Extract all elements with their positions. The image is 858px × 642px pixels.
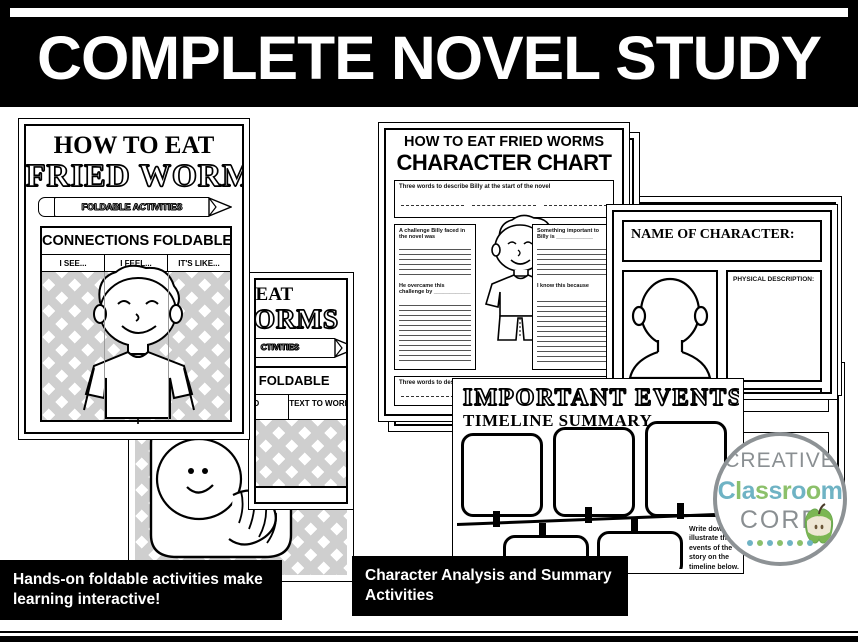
pencil-tip-icon <box>334 337 346 359</box>
worksheet-title-line1: HOW TO EAT <box>53 132 215 159</box>
worksheet-title-line2: WORMS <box>254 303 339 334</box>
character-portrait-box[interactable] <box>622 270 718 382</box>
bottom-rule-thin <box>0 631 858 633</box>
timeline-content: IMPORTANT EVENTS TIMELINE SUMMARY Write … <box>457 383 739 569</box>
brand-logo: CREATIVE Classroom CORE <box>713 432 847 566</box>
worksheet-title-line1: O EAT <box>255 284 294 305</box>
writing-lines[interactable] <box>537 297 609 365</box>
timeline-tick <box>585 507 592 523</box>
caption-left: Hands-on foldable activities make learni… <box>0 560 282 620</box>
physical-description-box[interactable]: PHYSICAL DESCRIPTION: <box>726 270 822 382</box>
timeline-subtitle: TIMELINE SUMMARY <box>463 411 653 430</box>
apple-core-icon <box>804 503 834 544</box>
worksheet-character-profile[interactable]: NAME OF CHARACTER: PHYSICAL DESCRIPTION: <box>606 204 838 400</box>
page-title: COMPLETE NOVEL STUDY <box>37 24 822 92</box>
top-prompt-label: Three words to describe Billy at the sta… <box>399 184 551 190</box>
title-rule <box>10 8 848 17</box>
logo-line-core: CORE <box>739 506 821 534</box>
pencil-label: FOLDABLE ACTIVITIES <box>81 202 183 213</box>
timeline-event-box[interactable] <box>553 427 635 517</box>
logo-line-classroom: Classroom <box>717 477 843 505</box>
answer-lines <box>401 205 607 206</box>
bottom-prompt-label: Three words to desc <box>399 380 458 386</box>
fold-line <box>168 272 169 420</box>
connections-foldable-panel: CONNECTIONS FOLDABLE I SEE... I FEEL... … <box>40 226 233 424</box>
writing-lines[interactable] <box>399 301 471 365</box>
timeline-event-box[interactable] <box>461 433 543 517</box>
physical-description-label: PHYSICAL DESCRIPTION: <box>733 276 815 283</box>
timeline-tick <box>493 511 500 527</box>
panel-column-label: TO <box>256 395 288 419</box>
left-prompt-2-label: He overcame this challenge by __________… <box>399 283 471 296</box>
panel-column-label: IT'S LIKE... <box>167 255 230 271</box>
pencil-label: CTIVITIES <box>260 343 300 353</box>
connections-foldable-panel: S FOLDABLE TO TEXT TO WORLD <box>254 366 346 488</box>
timeline-title: IMPORTANT EVENTS <box>462 384 739 411</box>
worksheet-border: NAME OF CHARACTER: PHYSICAL DESCRIPTION: <box>612 210 832 394</box>
fold-line <box>104 272 105 420</box>
worksheet-important-events[interactable]: IMPORTANT EVENTS TIMELINE SUMMARY Write … <box>452 378 744 574</box>
pencil-tip-icon <box>208 196 233 218</box>
timeline-tick <box>677 503 684 519</box>
timeline-tick <box>631 519 638 535</box>
worksheet-foldable-secondary[interactable]: O EAT WORMS CTIVITIES S FOLDABLE TO TEXT… <box>248 272 354 510</box>
name-of-character-label: NAME OF CHARACTER: <box>631 227 795 242</box>
boy-illustration <box>83 264 195 424</box>
panel-column-label: TEXT TO WORLD <box>287 395 346 419</box>
right-prompt-box[interactable]: Something important to Billy is ________… <box>532 224 614 370</box>
left-prompt-box[interactable]: A challenge Billy faced in the novel was… <box>394 224 476 370</box>
top-prompt-box[interactable]: Three words to describe Billy at the sta… <box>394 180 614 218</box>
caption-right: Character Analysis and Summary Activitie… <box>352 556 628 616</box>
chevron-background <box>256 420 346 486</box>
person-silhouette-icon <box>628 277 712 380</box>
timeline-instruction: Write down and illustrate the key events… <box>689 526 739 569</box>
chart-title-line1: HOW TO EAT FRIED WORMS <box>403 134 605 150</box>
panel-column-label: I SEE... <box>59 259 87 268</box>
worksheet-border: O EAT WORMS CTIVITIES S FOLDABLE TO TEXT… <box>254 278 348 504</box>
writing-lines[interactable] <box>399 245 471 279</box>
bottom-rule <box>0 636 858 642</box>
worksheet-title-line2: FRIED WORMS <box>26 156 242 193</box>
panel-columns: TO TEXT TO WORLD <box>256 394 346 420</box>
right-prompt-2-label: I know this because <box>537 283 589 289</box>
name-of-character-box[interactable]: NAME OF CHARACTER: <box>622 220 822 262</box>
logo-dots <box>717 540 843 546</box>
right-prompt-1-label: Something important to Billy is ________… <box>537 228 600 241</box>
logo-line-creative: CREATIVE <box>724 449 836 472</box>
timeline-tick <box>539 523 546 539</box>
title-band: COMPLETE NOVEL STUDY <box>0 0 858 107</box>
left-prompt-1-label: A challenge Billy faced in the novel was <box>399 228 466 241</box>
worksheet-foldable-primary[interactable]: HOW TO EAT FRIED WORMS FOLDABLE ACTIVITI… <box>18 118 250 440</box>
panel-column-label: I FEEL... <box>104 255 167 271</box>
panel-title: CONNECTIONS FOLDABLE <box>42 233 233 249</box>
panel-title: S FOLDABLE <box>254 373 330 388</box>
worksheet-character-chart[interactable]: HOW TO EAT FRIED WORMS CHARACTER CHART T… <box>378 122 630 422</box>
pencil-banner: CTIVITIES <box>256 337 346 359</box>
chart-title-line2: CHARACTER CHART <box>396 150 612 175</box>
writing-lines[interactable] <box>537 245 609 279</box>
worksheet-border: HOW TO EAT FRIED WORMS FOLDABLE ACTIVITI… <box>24 124 244 434</box>
worksheet-border: HOW TO EAT FRIED WORMS CHARACTER CHART T… <box>384 128 624 416</box>
pencil-banner: FOLDABLE ACTIVITIES <box>38 196 233 218</box>
